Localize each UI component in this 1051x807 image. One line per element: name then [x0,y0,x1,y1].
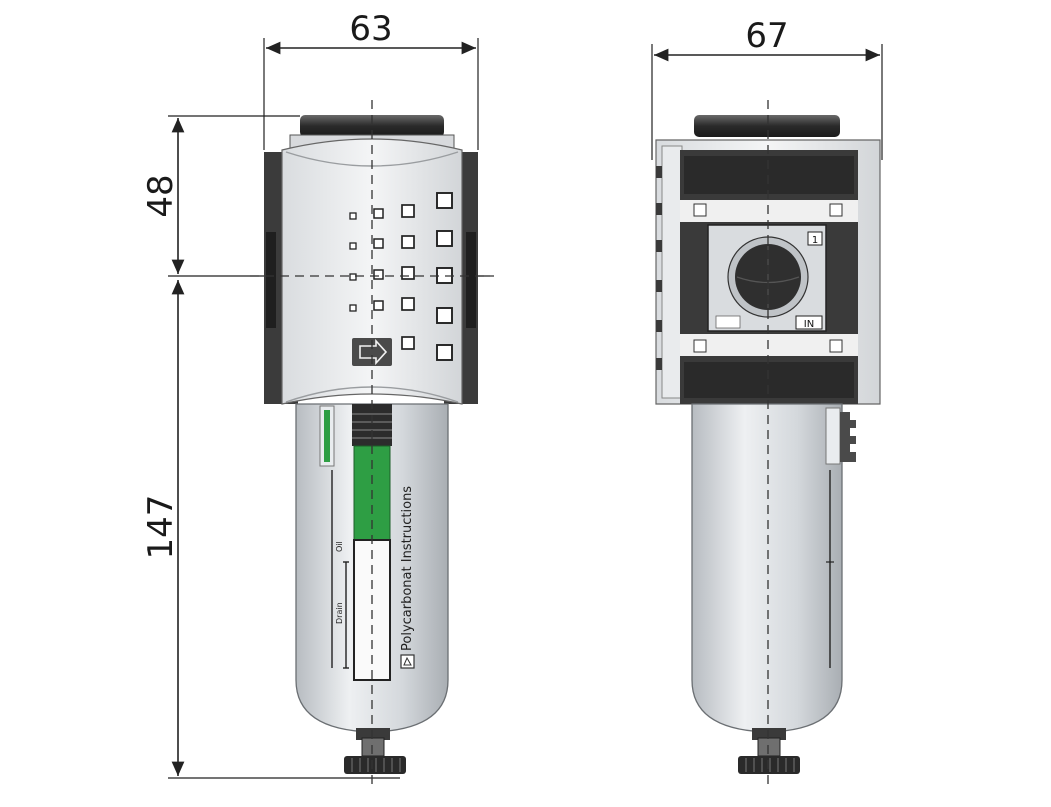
side-bowl [691,403,843,733]
dimension-upper-height: 48 [141,115,300,274]
side-view: 1 IN [655,100,881,790]
drain-label: Drain [335,602,344,624]
front-vent-grid [349,192,453,361]
side-top-cap [694,115,840,137]
instructions-label: Polycarbonat Instructions [400,486,415,651]
front-top-cap [300,115,444,137]
dimension-front-width: 63 [263,9,479,150]
lower-height-label: 147 [141,495,181,560]
side-width-label: 67 [745,16,788,56]
inlet-label: IN [804,319,814,330]
front-width-label: 63 [349,9,392,49]
side-bowl-latch [840,412,856,462]
front-view: Oil Drain Polycarbonat Instructions [250,100,494,790]
flow-arrow-icon [359,338,388,366]
front-sight-indicator [324,410,330,462]
side-drain-knob [738,756,800,774]
upper-height-label: 48 [141,174,181,217]
dimension-side-width: 67 [651,16,883,160]
caution-icon [400,654,415,669]
port-number-label: 1 [812,235,818,246]
oil-label: Oil [335,541,344,552]
front-drain-knob [344,756,406,774]
level-scale [331,470,349,669]
flow-direction-box [352,338,392,366]
